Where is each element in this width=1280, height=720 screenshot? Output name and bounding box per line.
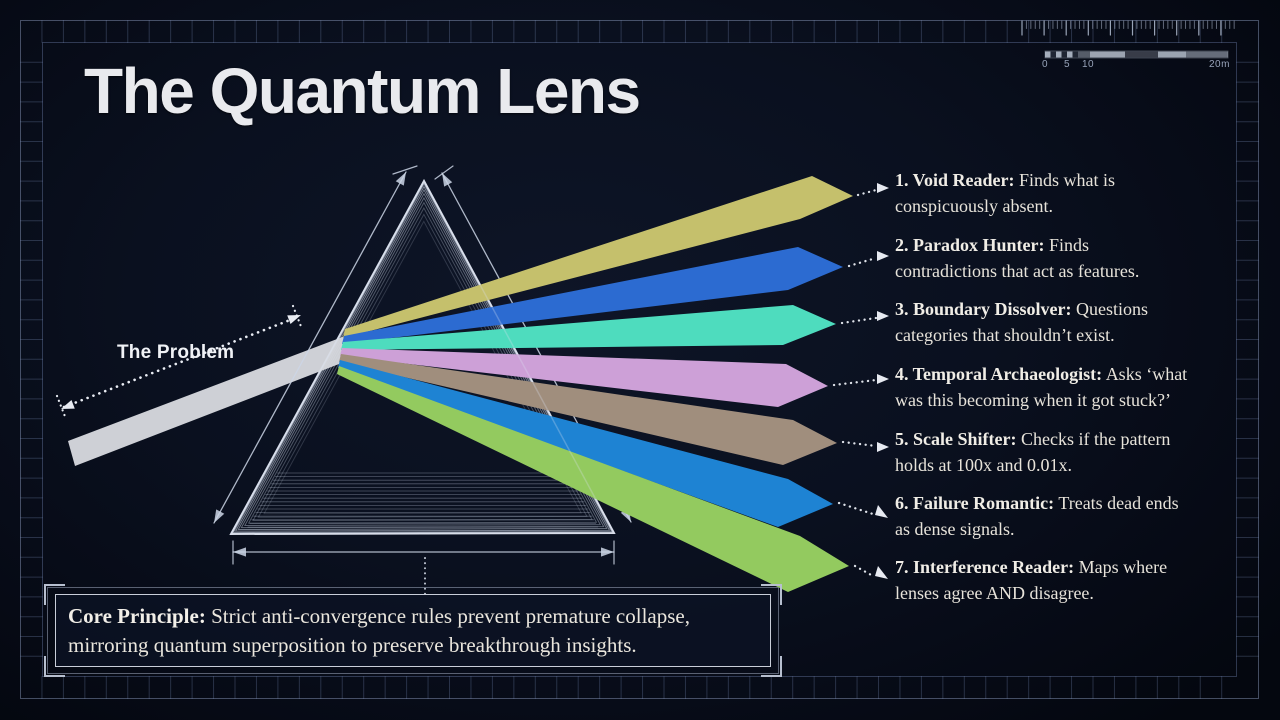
lens-name: 2. Paradox Hunter: xyxy=(895,235,1045,255)
beam-scale-shifter xyxy=(339,354,837,465)
scale-label-10: 10 xyxy=(1082,59,1095,70)
scale-label-20m: 20m xyxy=(1209,59,1230,70)
corner-bracket xyxy=(761,656,782,677)
problem-label: The Problem xyxy=(117,342,235,363)
core-principle-text: Core Principle: Strict anti-convergence … xyxy=(55,594,771,667)
beam-temporal-archaeologist xyxy=(340,348,828,407)
lens-name: 7. Interference Reader: xyxy=(895,557,1075,577)
lens-name: 6. Failure Romantic: xyxy=(895,493,1055,513)
leader-arrowheads xyxy=(875,183,889,579)
leader-lines xyxy=(832,188,878,578)
beam-boundary-dissolver xyxy=(341,305,836,350)
corner-bracket xyxy=(44,584,65,605)
beam-failure-romantic xyxy=(338,360,833,527)
lens-beams xyxy=(337,176,853,592)
page-title: The Quantum Lens xyxy=(84,55,641,127)
beam-interference-reader xyxy=(337,366,849,592)
corner-bracket xyxy=(761,584,782,605)
scale-label-5: 5 xyxy=(1064,59,1071,70)
lens-name: 3. Boundary Dissolver: xyxy=(895,299,1072,319)
problem-beam xyxy=(68,336,352,466)
lens-name: 1. Void Reader: xyxy=(895,170,1015,190)
beam-paradox-hunter xyxy=(342,247,843,344)
corner-bracket xyxy=(44,656,65,677)
lens-name: 5. Scale Shifter: xyxy=(895,429,1017,449)
beam-void-reader xyxy=(343,176,853,338)
core-principle-box: Core Principle: Strict anti-convergence … xyxy=(44,584,782,677)
scale-label-0: 0 xyxy=(1042,59,1049,70)
lens-name: 4. Temporal Archaeologist: xyxy=(895,364,1103,384)
overlay-edges xyxy=(230,180,615,535)
